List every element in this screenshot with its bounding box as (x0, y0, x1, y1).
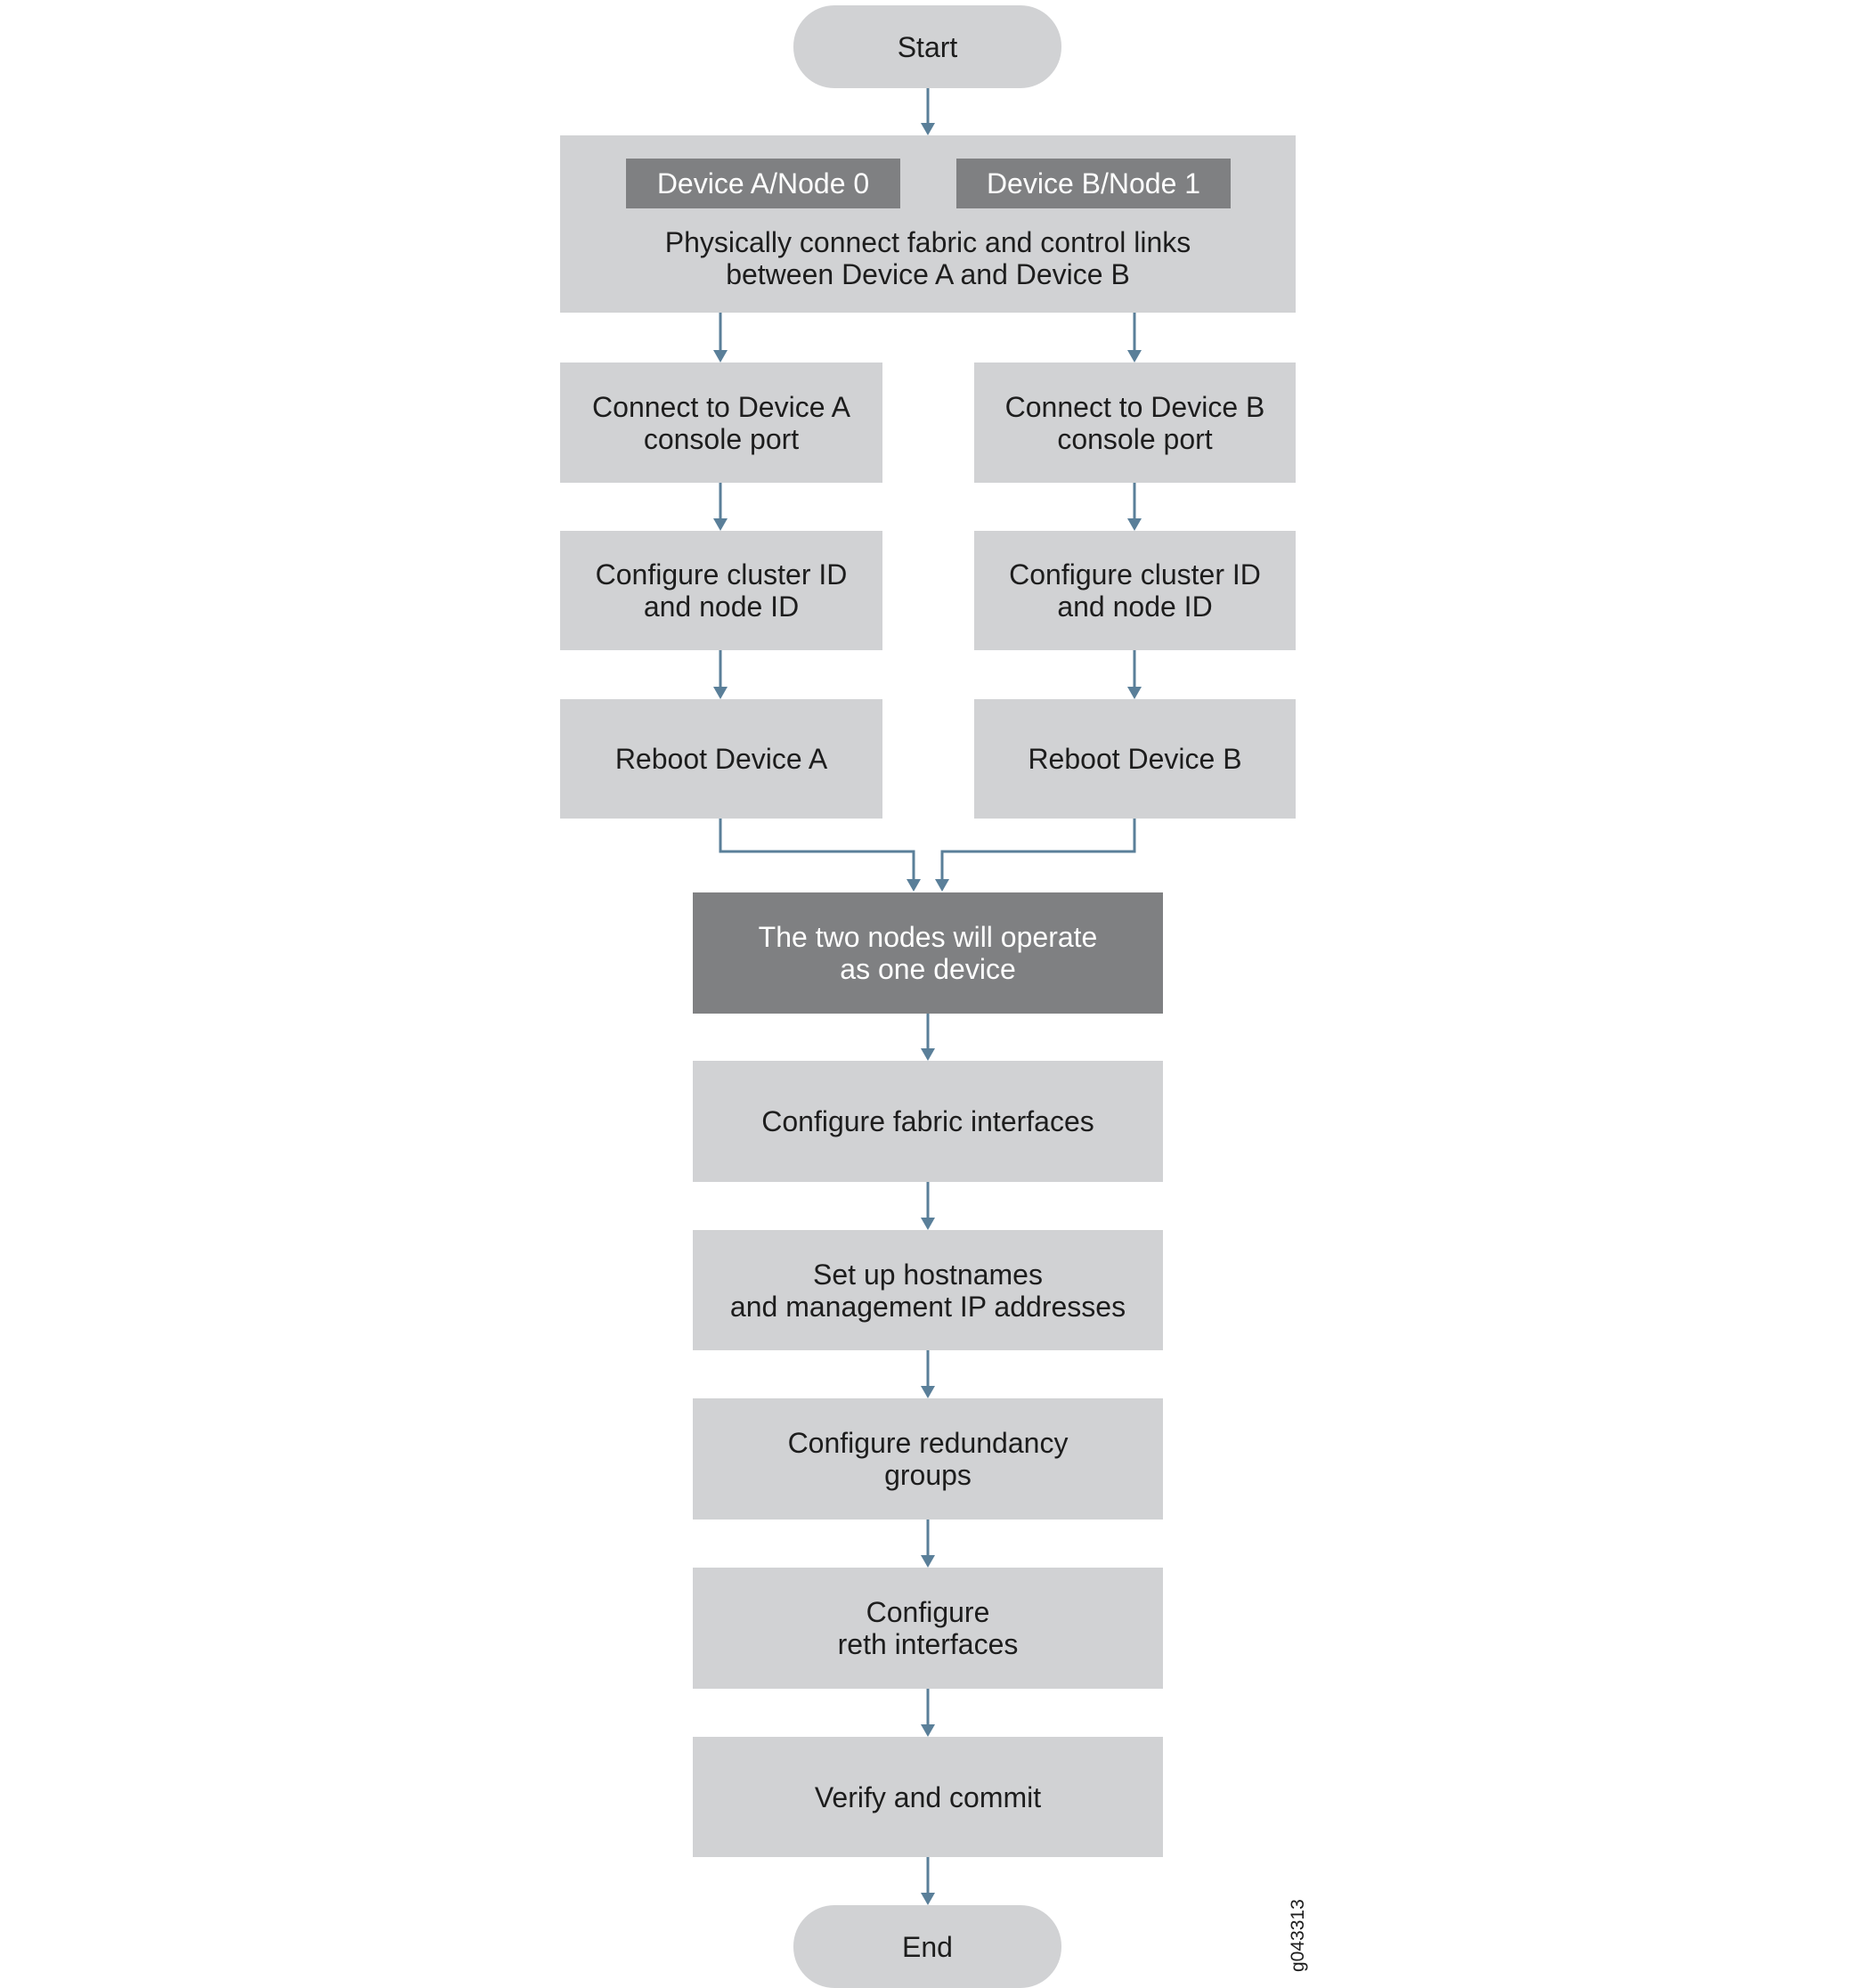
figure-id: g043313 (1288, 1899, 1308, 1972)
redundancy-groups-box: Configure redundancy groups (693, 1398, 1163, 1520)
reboot-device-b-box: Reboot Device B (974, 699, 1296, 819)
connect-device-a-box: Connect to Device A console port (560, 363, 882, 483)
hostnames-box: Set up hostnames and management IP addre… (693, 1230, 1163, 1350)
arrow-reboot-b-to-two-nodes (935, 819, 1136, 892)
physical-connect-box: Device A/Node 0 Device B/Node 1 Physical… (560, 135, 1296, 313)
device-a-node-0-tag: Device A/Node 0 (626, 159, 900, 208)
configure-cluster-b-box: Configure cluster ID and node ID (974, 531, 1296, 650)
arrow-reboot-a-to-two-nodes (719, 819, 921, 892)
two-nodes-one-device-box: The two nodes will operate as one device (693, 892, 1163, 1014)
device-b-node-1-tag: Device B/Node 1 (956, 159, 1231, 208)
connect-device-b-box: Connect to Device B console port (974, 363, 1296, 483)
start-node: Start (793, 5, 1061, 88)
reth-interfaces-box: Configure reth interfaces (693, 1568, 1163, 1689)
end-node: End (793, 1905, 1061, 1988)
reboot-device-a-box: Reboot Device A (560, 699, 882, 819)
configure-fabric-box: Configure fabric interfaces (693, 1061, 1163, 1182)
verify-commit-box: Verify and commit (693, 1737, 1163, 1857)
configure-cluster-a-box: Configure cluster ID and node ID (560, 531, 882, 650)
physical-connect-text: Physically connect fabric and control li… (664, 226, 1191, 290)
